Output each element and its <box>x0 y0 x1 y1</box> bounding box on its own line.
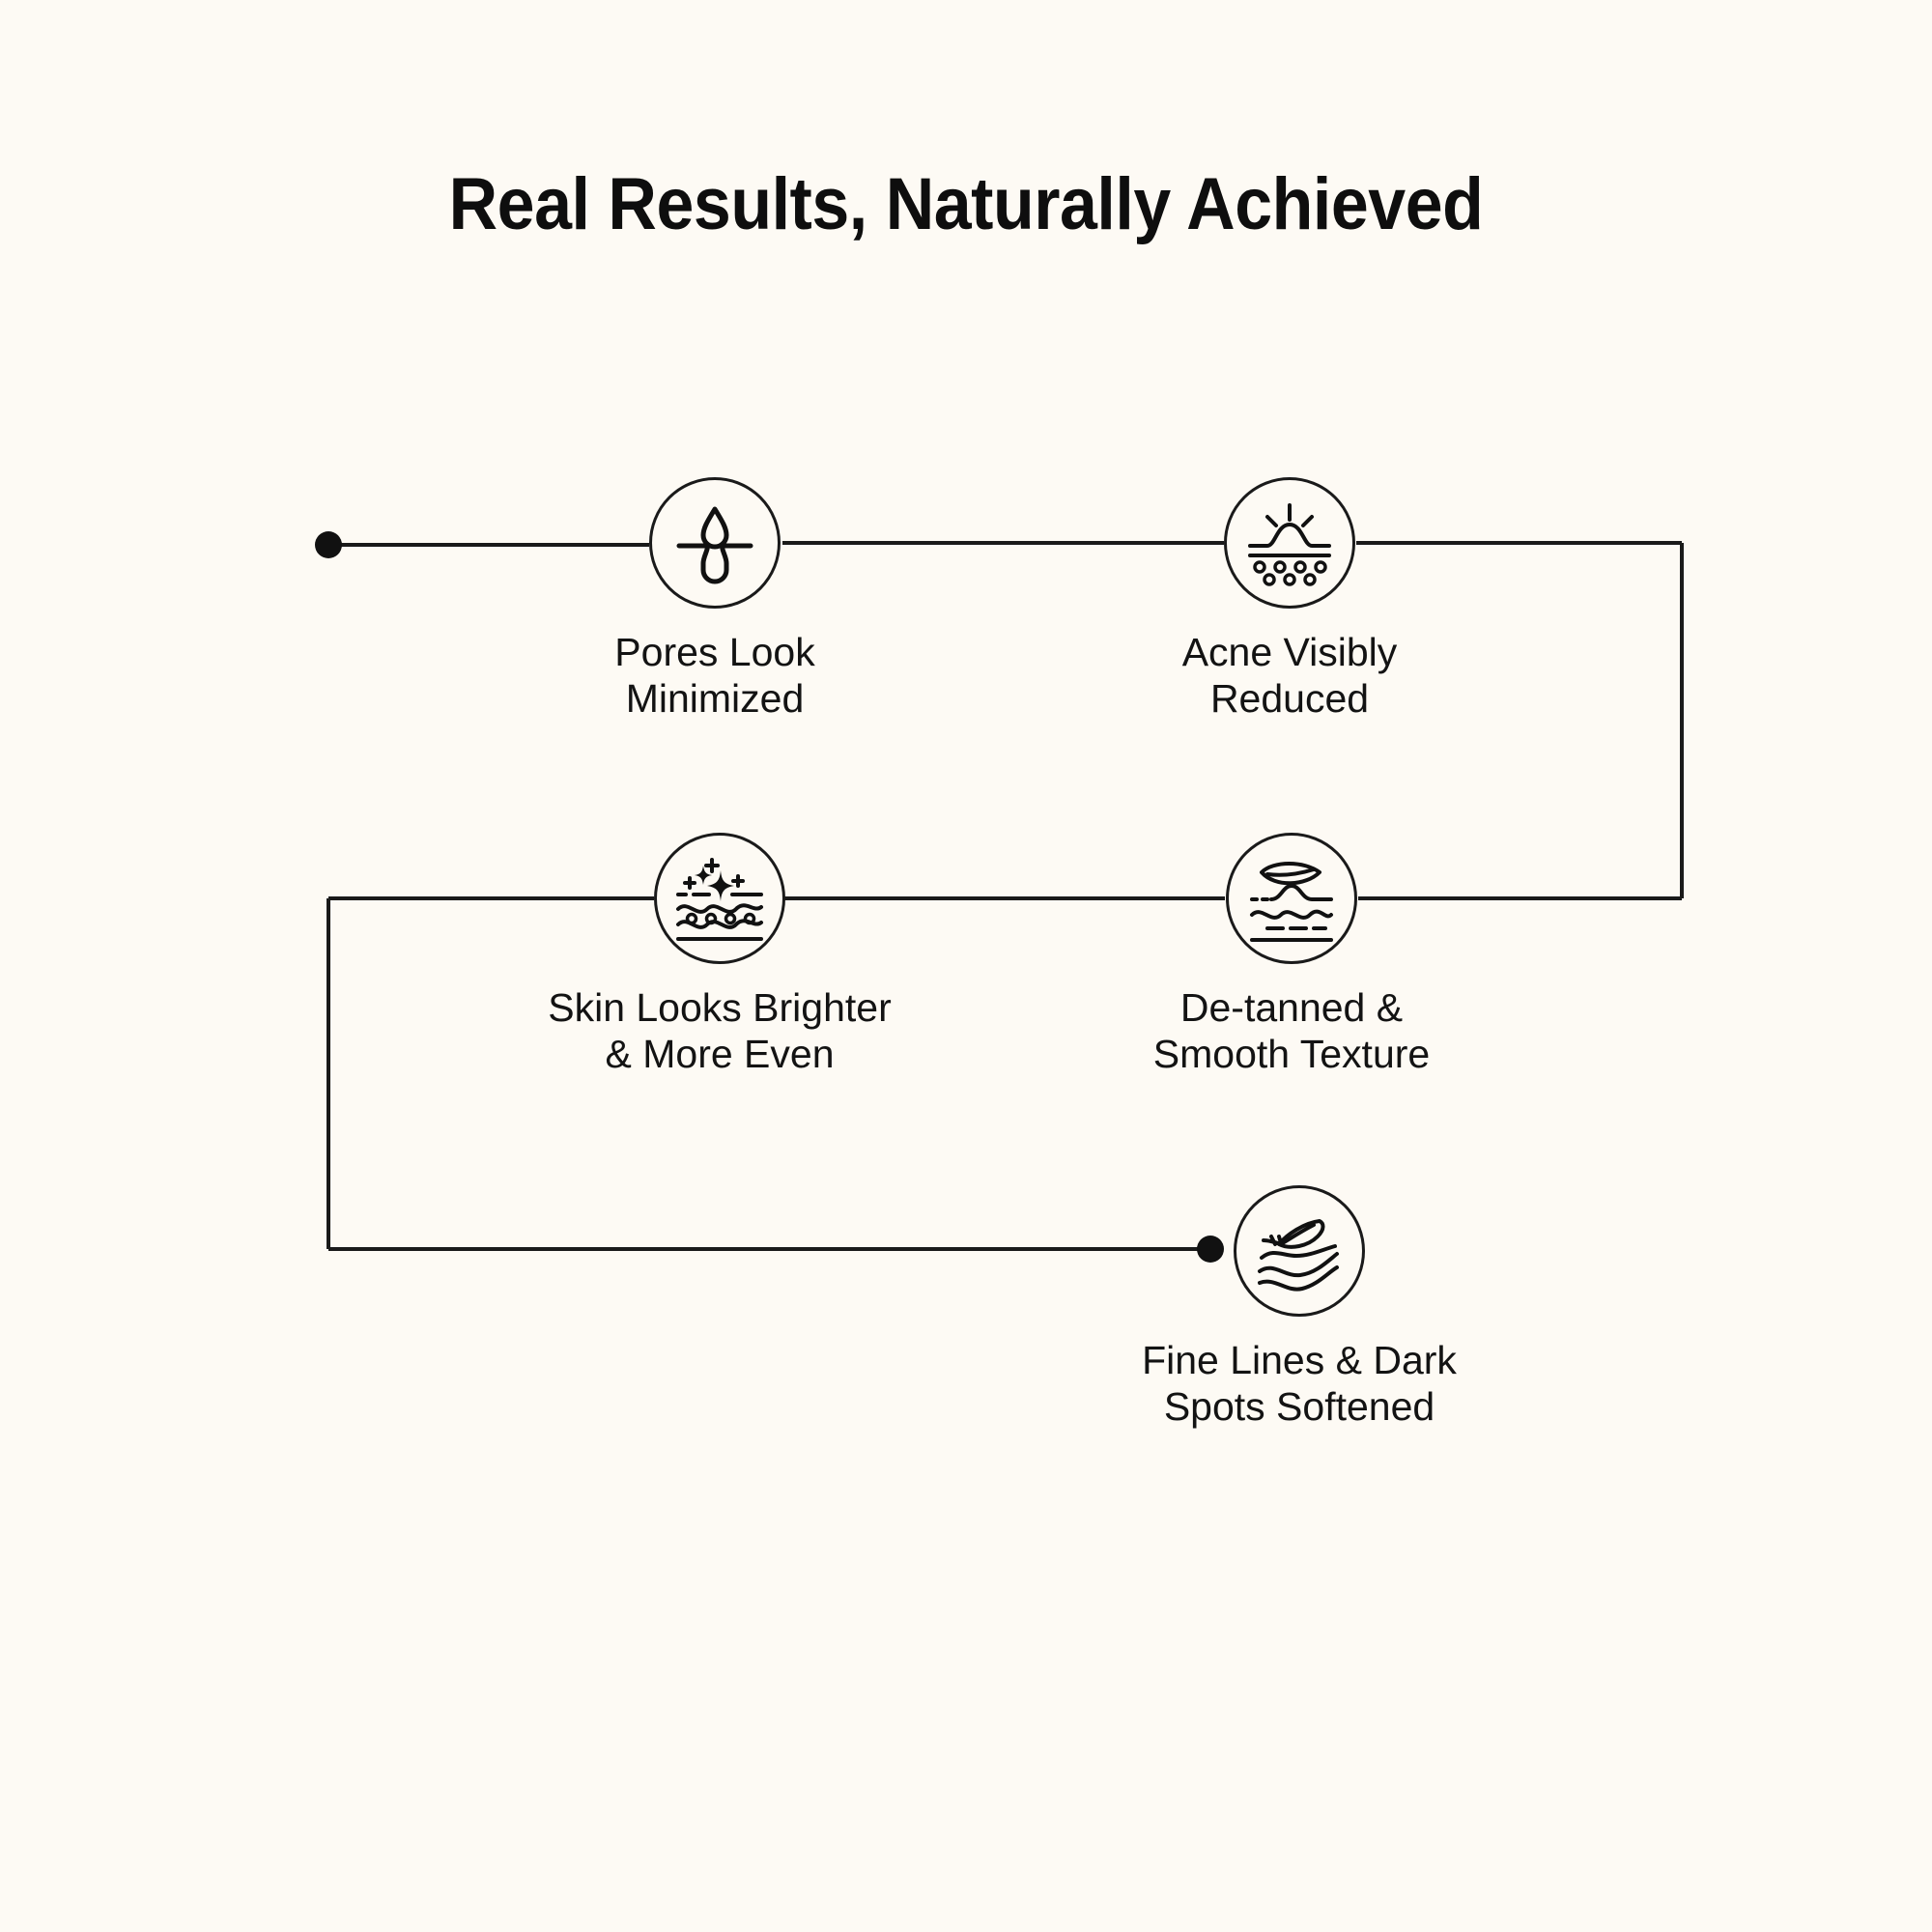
pore-droplet-icon <box>649 477 781 609</box>
page-title: Real Results, Naturally Achieved <box>448 163 1484 245</box>
leaf-smooth-texture-icon <box>1226 833 1357 964</box>
sparkle-skin-layers-icon <box>654 833 785 964</box>
acne-bump-skin-icon <box>1224 477 1355 609</box>
node-label-pores: Pores Look Minimized <box>614 630 815 721</box>
node-label-acne: Acne Visibly Reduced <box>1181 630 1398 721</box>
flow-start-dot <box>315 531 342 558</box>
feather-wave-icon <box>1234 1185 1365 1317</box>
flow-end-dot <box>1197 1236 1224 1263</box>
node-label-brightness: Skin Looks Brighter & More Even <box>548 985 892 1076</box>
node-label-detan: De-tanned & Smooth Texture <box>1152 985 1431 1076</box>
node-label-finelines: Fine Lines & Dark Spots Softened <box>1142 1338 1457 1429</box>
